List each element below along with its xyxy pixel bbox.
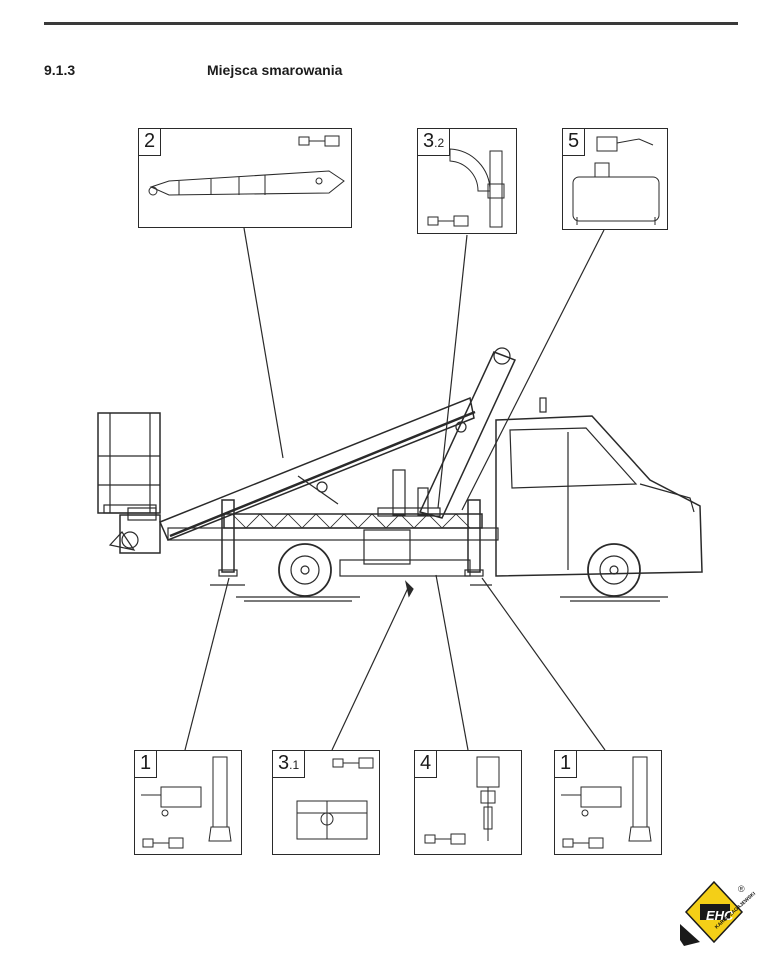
logo-text: EHC	[706, 908, 734, 923]
grease-gun-icon	[332, 757, 374, 769]
callout-box-1b: 1	[554, 750, 662, 855]
logo-registered-mark: ®	[738, 884, 745, 894]
leader-line-4	[435, 574, 469, 751]
leader-line-1b	[481, 577, 606, 751]
leader-arrow-3-1	[404, 580, 414, 598]
upper-boom	[418, 351, 517, 519]
leader-line-2	[243, 227, 284, 459]
grease-gun-icon	[562, 837, 604, 849]
hydraulic-tank	[363, 529, 411, 565]
outrigger-detail-drawing	[561, 756, 652, 849]
grease-gun-icon	[142, 837, 184, 849]
callout-number-3-1: 3.1	[273, 751, 306, 778]
leader-line-3-1	[331, 587, 409, 751]
callout-number-1a: 1	[135, 751, 158, 778]
rear-wheel	[278, 543, 332, 597]
leader-line-3-2	[437, 234, 468, 509]
callout-box-1a: 1	[134, 750, 242, 855]
vehicle-cab	[495, 415, 703, 577]
callout-box-3-1: 3.1	[272, 750, 380, 855]
bearing-section-detail-drawing	[296, 757, 374, 840]
callout-box-3-2: 3.2	[417, 128, 517, 234]
front-wheel	[587, 543, 641, 597]
grease-gun-icon	[424, 833, 466, 845]
callout-box-5: 5	[562, 128, 668, 230]
header-rule	[44, 22, 738, 25]
work-basket	[97, 412, 161, 514]
callout-number-3-2: 3.2	[418, 129, 451, 156]
callout-box-4: 4	[414, 750, 522, 855]
section-title: Miejsca smarowania	[207, 62, 343, 78]
callout-number-1b: 1	[555, 751, 578, 778]
callout-box-2: 2	[138, 128, 352, 228]
grease-gun-icon	[298, 135, 340, 147]
outrigger-front	[467, 499, 481, 573]
callout-number-5: 5	[563, 129, 586, 156]
oil-tank-detail-drawing	[572, 136, 660, 225]
outrigger-detail-drawing	[141, 756, 232, 849]
section-number: 9.1.3	[44, 62, 76, 78]
callout-number-2: 2	[139, 129, 162, 156]
outrigger-rear	[221, 499, 235, 573]
cylinder-pin-detail-drawing	[424, 756, 500, 845]
callout-number-4: 4	[415, 751, 438, 778]
oil-can-icon	[596, 136, 654, 152]
lower-boom	[158, 396, 475, 541]
leader-line-5	[461, 229, 605, 511]
ehc-logo	[680, 880, 744, 946]
slewing-ring-detail-drawing	[427, 148, 505, 228]
grease-gun-icon	[427, 215, 469, 227]
leader-line-1a	[184, 577, 230, 751]
boom-detail-drawing	[148, 135, 345, 196]
